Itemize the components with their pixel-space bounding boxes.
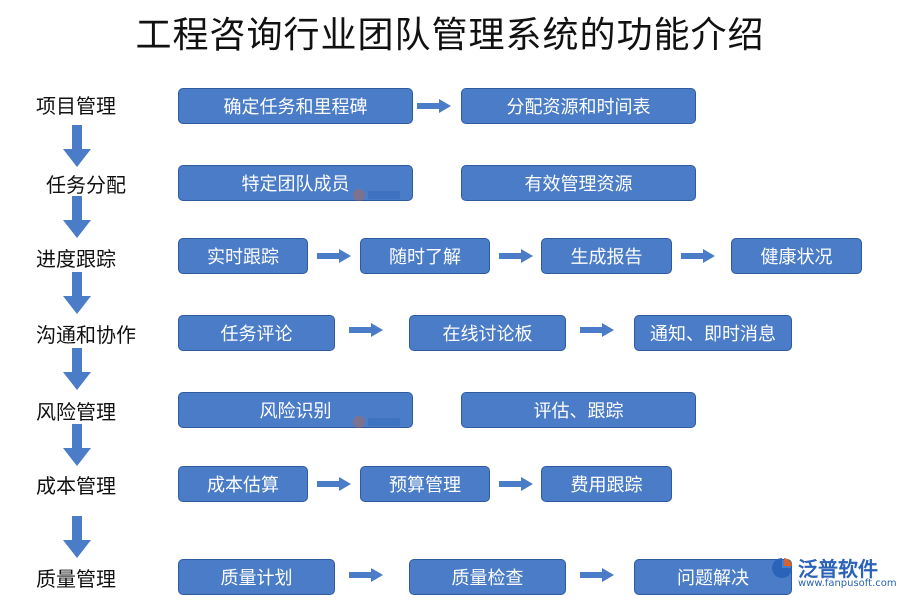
category-cost-management: 成本管理: [36, 474, 116, 498]
watermark-logo: [353, 189, 400, 201]
down-arrow-icon: [63, 516, 91, 558]
step-box: 质量计划: [178, 559, 335, 595]
brand-logo: 泛普软件: [770, 553, 878, 582]
step-box: 评估、跟踪: [461, 392, 696, 428]
right-arrow-icon: [499, 249, 533, 263]
down-arrow-icon: [63, 196, 91, 238]
brand-mark-icon: [772, 557, 792, 578]
category-progress-tracking: 进度跟踪: [36, 247, 116, 271]
right-arrow-icon: [499, 477, 533, 491]
step-box: 有效管理资源: [461, 165, 696, 201]
right-arrow-icon: [681, 249, 715, 263]
step-box: 健康状况: [731, 238, 862, 274]
step-box: 通知、即时消息: [634, 315, 792, 351]
step-box: 费用跟踪: [541, 466, 672, 502]
right-arrow-icon: [417, 99, 451, 113]
step-box: 随时了解: [360, 238, 490, 274]
step-box: 生成报告: [541, 238, 672, 274]
right-arrow-icon: [580, 568, 614, 582]
step-box: 预算管理: [360, 466, 490, 502]
right-arrow-icon: [349, 568, 383, 582]
step-box: 风险识别: [178, 392, 413, 428]
right-arrow-icon: [317, 249, 351, 263]
step-box: 在线讨论板: [409, 315, 566, 351]
step-box: 成本估算: [178, 466, 308, 502]
step-box: 问题解决: [634, 559, 792, 595]
step-box: 确定任务和里程碑: [178, 88, 413, 124]
category-communication: 沟通和协作: [36, 323, 136, 347]
right-arrow-icon: [580, 323, 614, 337]
category-risk-management: 风险管理: [36, 400, 116, 424]
right-arrow-icon: [317, 477, 351, 491]
step-box: 特定团队成员: [178, 165, 413, 201]
down-arrow-icon: [63, 348, 91, 390]
category-task-assignment: 任务分配: [46, 173, 126, 197]
down-arrow-icon: [63, 272, 91, 314]
step-box: 分配资源和时间表: [461, 88, 696, 124]
brand-url: www.fanpusoft.com: [798, 578, 897, 589]
category-quality-management: 质量管理: [36, 567, 116, 591]
step-box: 质量检查: [409, 559, 566, 595]
down-arrow-icon: [63, 125, 91, 167]
right-arrow-icon: [349, 323, 383, 337]
brand-name: 泛普软件: [798, 557, 878, 581]
page-title: 工程咨询行业团队管理系统的功能介绍: [135, 15, 765, 56]
watermark-logo: [353, 416, 400, 428]
step-box: 实时跟踪: [178, 238, 308, 274]
down-arrow-icon: [63, 424, 91, 466]
category-project-management: 项目管理: [36, 94, 116, 118]
step-box: 任务评论: [178, 315, 335, 351]
